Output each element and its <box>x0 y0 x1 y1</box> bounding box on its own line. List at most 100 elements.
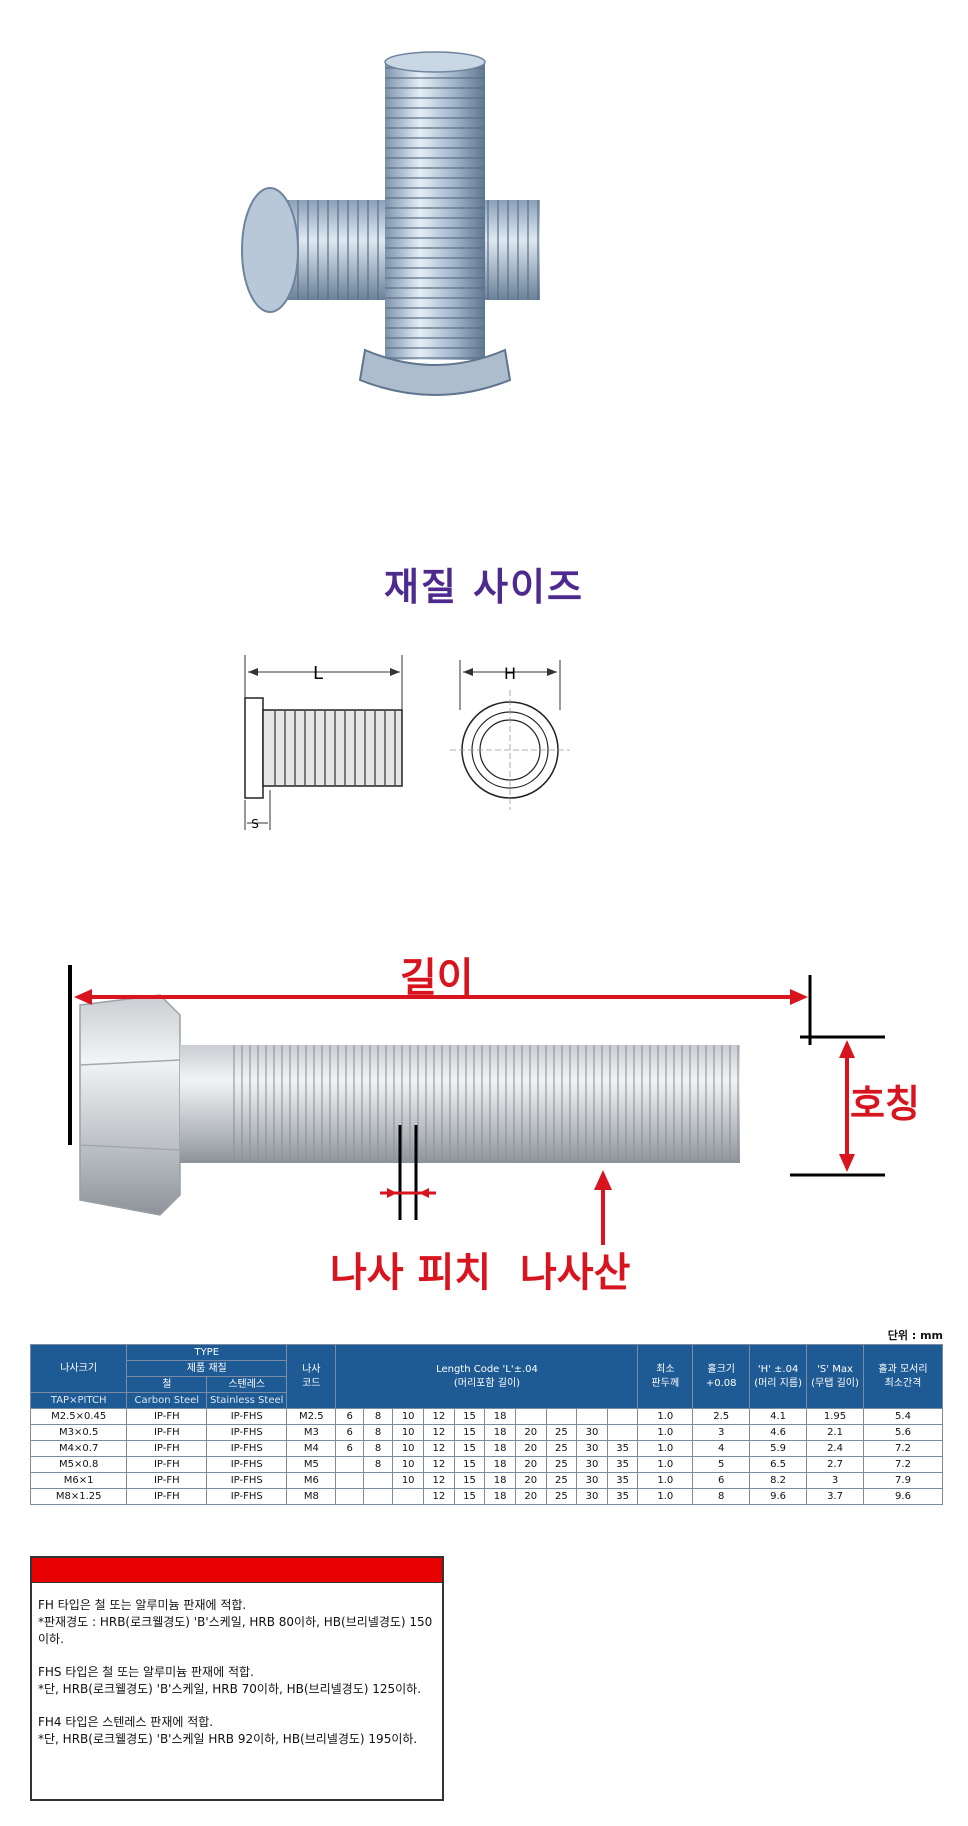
thread-pitch-label: 나사 피치 <box>330 1250 492 1296</box>
cell-length: 8 <box>362 1424 394 1441</box>
cell-min-thickness: 1.0 <box>637 1424 694 1441</box>
notes-box: FH 타입은 철 또는 알루미늄 판재에 적합. *판재경도 : HRB(로크웰… <box>30 1556 444 1801</box>
cell-min-thickness: 1.0 <box>637 1440 694 1457</box>
cell-length: 15 <box>453 1472 486 1489</box>
cell-length: 20 <box>514 1456 547 1473</box>
cell-length: 20 <box>514 1424 547 1441</box>
cell-length: 35 <box>606 1488 639 1505</box>
cell-edge-distance: 5.6 <box>862 1424 944 1441</box>
cell-stainless-type: IP-FHS <box>206 1424 288 1441</box>
drawing-length-letter: L <box>313 663 323 684</box>
header-steel: 철 <box>126 1376 208 1393</box>
cell-length: 30 <box>576 1472 608 1489</box>
cell-shank-length: 2.4 <box>806 1440 864 1457</box>
drawing-head-letter: H <box>504 664 516 683</box>
cell-code: M4 <box>286 1440 337 1457</box>
cell-shank-length: 3.7 <box>806 1488 864 1505</box>
cell-shank-length: 2.1 <box>806 1424 864 1441</box>
note-title: FHS 타입은 철 또는 알루미늄 판재에 적합. <box>38 1665 254 1679</box>
header-hole-size: 홀크기+0.08 <box>692 1344 751 1409</box>
cell-length <box>392 1488 424 1505</box>
cell-length <box>362 1488 394 1505</box>
cell-min-thickness: 1.0 <box>637 1488 694 1505</box>
cell-steel-type: IP-FH <box>126 1440 208 1457</box>
cell-length: 18 <box>484 1472 516 1489</box>
cell-length: 15 <box>453 1488 486 1505</box>
cell-hole-size: 8 <box>692 1488 751 1505</box>
cell-min-thickness: 1.0 <box>637 1408 694 1425</box>
cell-length: 10 <box>392 1440 424 1457</box>
cell-head-diameter: 5.9 <box>749 1440 808 1457</box>
cell-length: 15 <box>453 1424 486 1441</box>
cell-stainless-type: IP-FHS <box>206 1488 288 1505</box>
cell-length: 25 <box>545 1456 578 1473</box>
note-fh: FH 타입은 철 또는 알루미늄 판재에 적합. *판재경도 : HRB(로크웰… <box>38 1597 436 1648</box>
cell-length: 30 <box>576 1488 608 1505</box>
thread-label: 나사산 <box>520 1250 631 1296</box>
cell-hole-size: 3 <box>692 1424 751 1441</box>
cell-shank-length: 3 <box>806 1472 864 1489</box>
cell-length: 18 <box>484 1408 516 1425</box>
cell-code: M2.5 <box>286 1408 337 1425</box>
cell-stainless-type: IP-FHS <box>206 1456 288 1473</box>
cell-steel-type: IP-FH <box>126 1472 208 1489</box>
header-tap-pitch: TAP×PITCH <box>29 1392 128 1409</box>
technical-drawing: L S H <box>244 655 570 831</box>
cell-length: 10 <box>392 1408 424 1425</box>
cell-length: 12 <box>423 1472 455 1489</box>
header-carbon-steel: Carbon Steel <box>126 1392 208 1409</box>
cell-length: 30 <box>576 1456 608 1473</box>
cell-min-thickness: 1.0 <box>637 1456 694 1473</box>
cell-size: M3×0.5 <box>29 1424 128 1441</box>
cell-length: 18 <box>484 1456 516 1473</box>
note-detail: *단, HRB(로크웰경도) 'B'스케일 HRB 92이하, HB(브리넬경도… <box>38 1732 418 1746</box>
cell-length: 25 <box>545 1488 578 1505</box>
cell-length: 10 <box>392 1472 424 1489</box>
cell-head-diameter: 8.2 <box>749 1472 808 1489</box>
cell-code: M6 <box>286 1472 337 1489</box>
cell-length: 15 <box>453 1440 486 1457</box>
cell-length: 12 <box>423 1440 455 1457</box>
cell-length: 35 <box>606 1472 639 1489</box>
cell-size: M8×1.25 <box>29 1488 128 1505</box>
drawing-shank-letter: S <box>251 817 259 831</box>
cell-length: 8 <box>362 1440 394 1457</box>
cell-head-diameter: 9.6 <box>749 1488 808 1505</box>
cell-length: 12 <box>423 1488 455 1505</box>
cell-size: M4×0.7 <box>29 1440 128 1457</box>
cell-length: 25 <box>545 1472 578 1489</box>
cell-length: 18 <box>484 1424 516 1441</box>
cell-length <box>335 1456 364 1473</box>
cell-shank-length: 1.95 <box>806 1408 864 1425</box>
length-label: 길이 <box>400 955 474 1001</box>
note-fhs: FHS 타입은 철 또는 알루미늄 판재에 적합. *단, HRB(로크웰경도)… <box>38 1664 436 1698</box>
cell-length: 10 <box>392 1456 424 1473</box>
cell-hole-size: 5 <box>692 1456 751 1473</box>
cell-length: 25 <box>545 1424 578 1441</box>
cell-edge-distance: 5.4 <box>862 1408 944 1425</box>
cell-length: 25 <box>545 1440 578 1457</box>
cell-length: 30 <box>576 1424 608 1441</box>
cell-hole-size: 2.5 <box>692 1408 751 1425</box>
note-detail: *판재경도 : HRB(로크웰경도) 'B'스케일, HRB 80이하, HB(… <box>38 1615 433 1646</box>
header-shank-length: 'S' Max(무탭 길이) <box>806 1344 864 1409</box>
cell-steel-type: IP-FH <box>126 1488 208 1505</box>
cell-length: 15 <box>453 1408 486 1425</box>
cell-shank-length: 2.7 <box>806 1456 864 1473</box>
cell-length <box>335 1488 364 1505</box>
cell-length: 8 <box>362 1408 394 1425</box>
cell-length: 12 <box>423 1408 455 1425</box>
cell-length: 18 <box>484 1440 516 1457</box>
cell-stainless-type: IP-FHS <box>206 1408 288 1425</box>
cell-size: M2.5×0.45 <box>29 1408 128 1425</box>
cell-length: 6 <box>335 1440 364 1457</box>
cell-length: 6 <box>335 1424 364 1441</box>
